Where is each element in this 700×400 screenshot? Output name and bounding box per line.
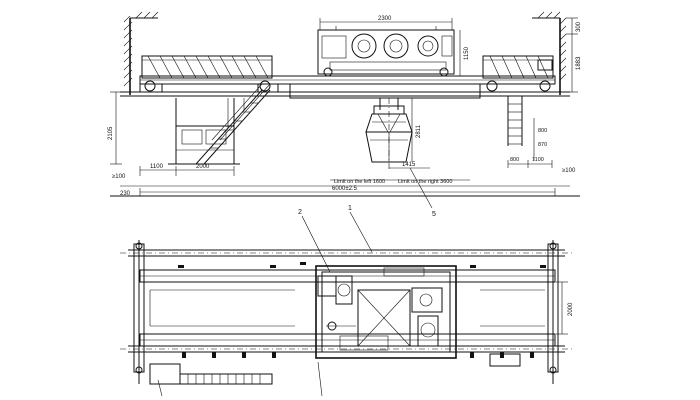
- main-girder: [139, 75, 556, 99]
- dim-2000-left: 2000: [196, 164, 210, 170]
- dim-1415: 1415: [402, 162, 416, 168]
- plan-walkway: [149, 353, 521, 385]
- dimension-lines: [110, 17, 578, 209]
- callout-5: 5: [432, 211, 436, 218]
- operator-cab: [168, 98, 240, 165]
- dim-800-a: 800: [538, 128, 547, 134]
- dim-300: 300: [576, 21, 582, 32]
- dim-800-b: 800: [510, 157, 519, 163]
- dim-6000: 6000±2.5: [332, 186, 358, 192]
- trolley: [317, 26, 455, 77]
- grab-bucket: [365, 98, 413, 170]
- right-wall: [532, 11, 567, 95]
- plan-end-beams: [133, 240, 559, 384]
- dim-2811: 2811: [416, 124, 422, 138]
- note-limit-right: Limit on the right 3600: [398, 179, 452, 185]
- access-ladder: [498, 91, 540, 146]
- plan-trolley: [315, 265, 457, 359]
- dim-100-right: ≥100: [562, 168, 576, 174]
- right-end-carriage: [482, 55, 554, 92]
- rail-clips: [178, 262, 546, 358]
- dim-100-left: ≥100: [112, 174, 126, 180]
- dim-1883: 1883: [576, 56, 582, 70]
- dim-1100-left: 1100: [150, 164, 164, 170]
- dim-230: 230: [120, 191, 131, 197]
- dim-2000-plan: 2000: [568, 302, 574, 316]
- left-end-carriage: [139, 55, 279, 93]
- dim-1150: 1150: [464, 46, 470, 60]
- callout-1: 1: [348, 205, 352, 212]
- plan-view: [120, 211, 572, 397]
- dim-870: 870: [538, 142, 547, 148]
- callout-2: 2: [298, 209, 302, 216]
- left-wall: [123, 11, 159, 95]
- note-limit-left: Limit on the left 1600: [334, 179, 385, 185]
- dim-2300: 2300: [378, 16, 392, 22]
- dim-2105: 2105: [108, 126, 114, 140]
- plan-girders: [139, 269, 556, 347]
- elevation-view: [110, 11, 580, 209]
- access-staircase: [195, 83, 271, 165]
- dim-1100-right: 1100: [532, 157, 544, 163]
